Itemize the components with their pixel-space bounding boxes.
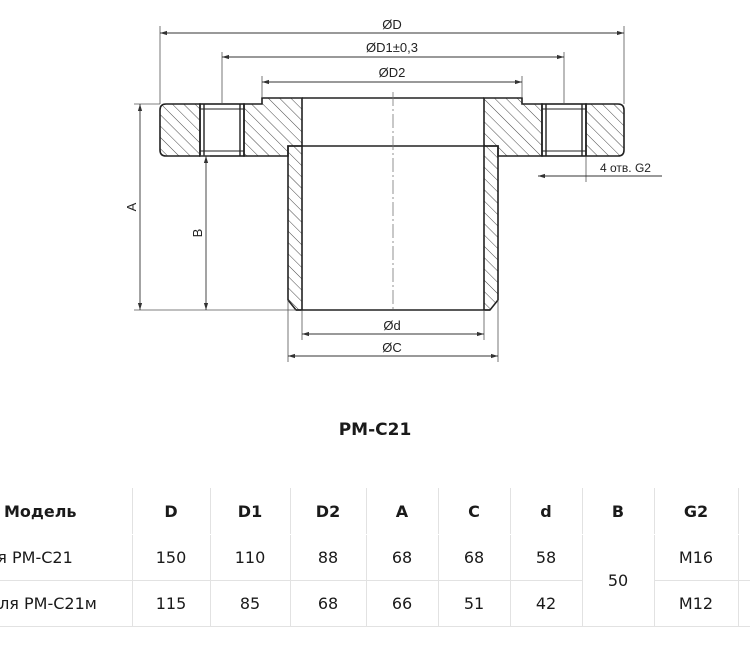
tube-wall-right (483, 145, 499, 311)
label-D1: ØD1±0,3 (366, 40, 418, 55)
cell-G2: M16 (654, 534, 739, 581)
header-B: B (582, 488, 655, 535)
cell-d: 58 (510, 534, 583, 581)
cell-D1: 85 (210, 580, 291, 627)
cell-D: 115 (132, 580, 211, 627)
header-d: d (510, 488, 583, 535)
label-D: ØD (382, 17, 402, 32)
cell-C: 68 (438, 534, 511, 581)
label-D2: ØD2 (379, 65, 406, 80)
cell-model: для PM-C21 (0, 534, 133, 581)
bolt-hole-left (199, 103, 245, 157)
flange-technical-drawing: ØD ØD1±0,3 ØD2 Ød ØC A B 4 отв. G2 (124, 17, 662, 362)
cell-D1: 110 (210, 534, 291, 581)
model-title: PM-C21 (338, 420, 412, 440)
table-row: для PM-C21 150 110 88 68 68 58 50 M16 (0, 534, 750, 627)
label-C: ØC (382, 340, 402, 355)
cell-model: для PM-C21м (0, 580, 133, 627)
cell-B-shared: 50 (582, 534, 655, 627)
header-A: A (366, 488, 439, 535)
label-holes: 4 отв. G2 (600, 161, 651, 175)
cell-C: 51 (438, 580, 511, 627)
table-row: для PM-C21м 115 85 68 66 51 42 M12 (0, 580, 750, 627)
cell-A: 68 (366, 534, 439, 581)
cell-d: 42 (510, 580, 583, 627)
spec-table: Модель D D1 D2 A C d B G2 для PM-C21 150… (0, 488, 750, 627)
cell-A: 66 (366, 580, 439, 627)
label-B: B (190, 229, 205, 238)
flange-section-left (159, 97, 303, 157)
table-header-row: Модель D D1 D2 A C d B G2 (0, 488, 750, 535)
cell-D: 150 (132, 534, 211, 581)
header-D2: D2 (290, 488, 367, 535)
bolt-hole-right (541, 103, 587, 157)
cell-D2: 88 (290, 534, 367, 581)
label-A: A (124, 202, 139, 211)
cell-D2: 68 (290, 580, 367, 627)
header-C: C (438, 488, 511, 535)
header-D: D (132, 488, 211, 535)
label-d: Ød (383, 318, 400, 333)
cell-G2: M12 (654, 580, 739, 627)
flange-section-right (483, 97, 625, 157)
header-model: Модель (0, 488, 133, 535)
header-G2: G2 (654, 488, 739, 535)
header-D1: D1 (210, 488, 291, 535)
tube-wall-left (287, 145, 303, 311)
